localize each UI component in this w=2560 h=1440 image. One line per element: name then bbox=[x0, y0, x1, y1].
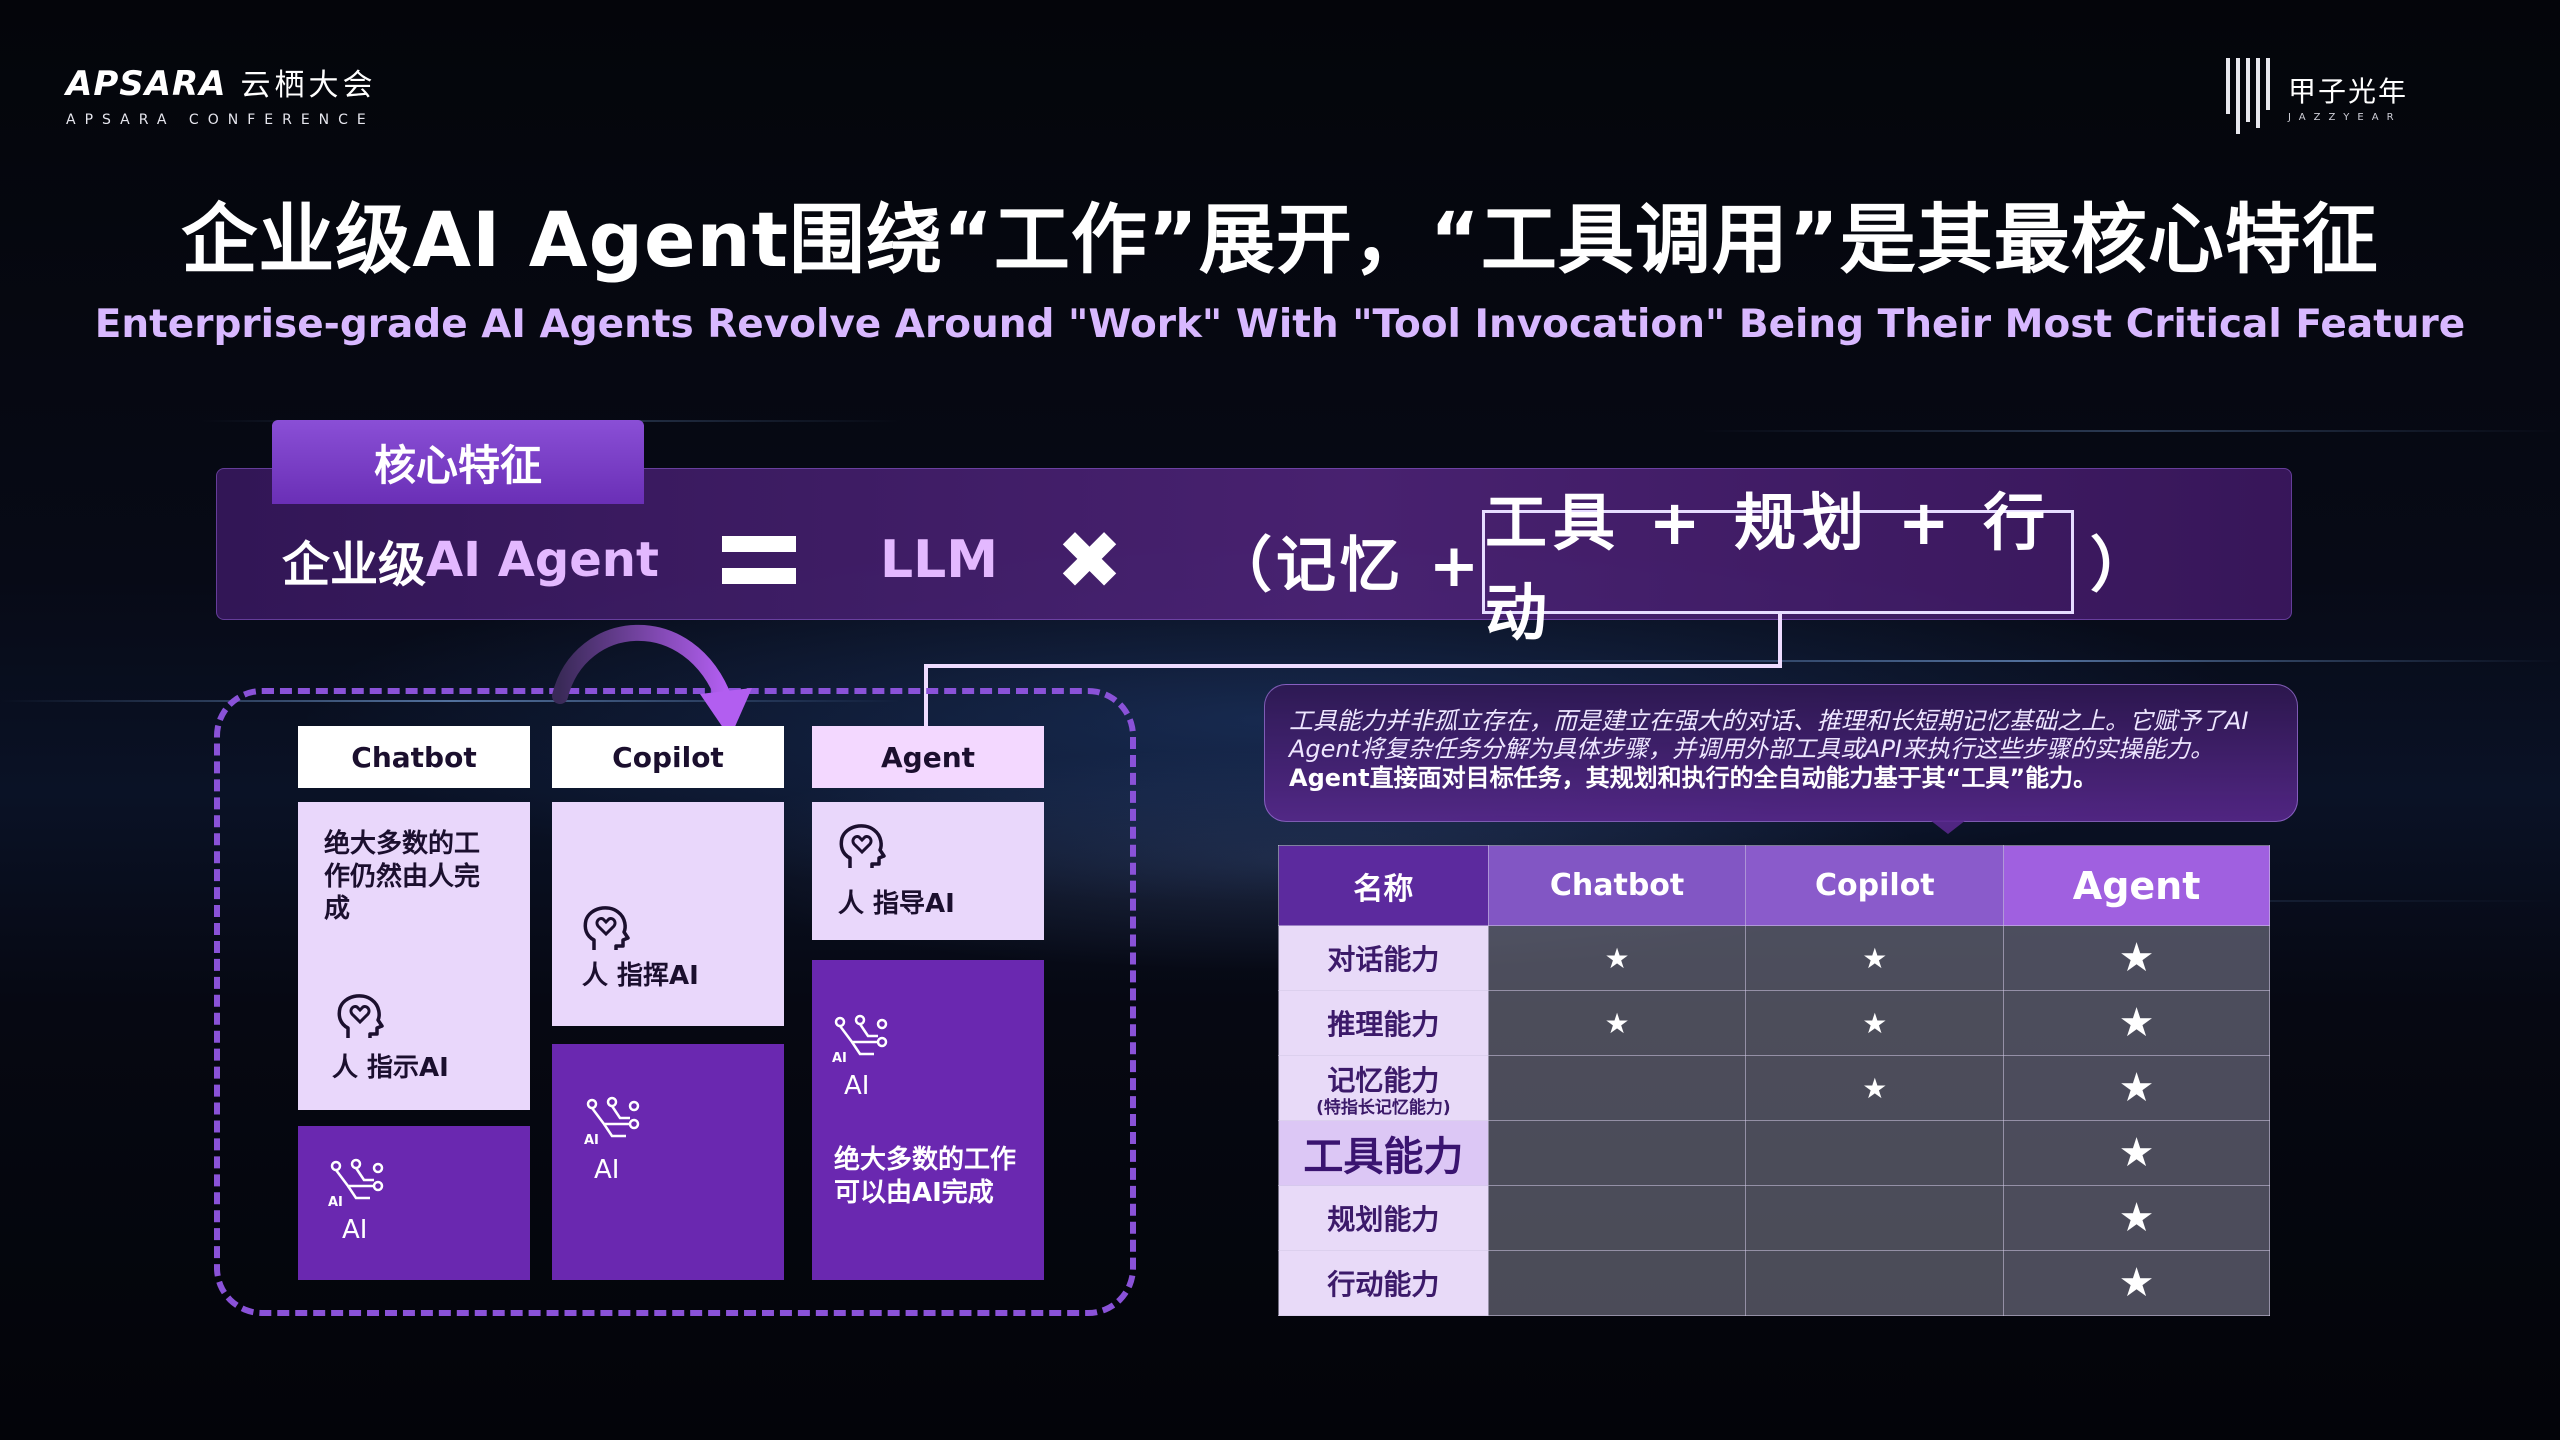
curved-arrow-icon bbox=[552, 624, 752, 738]
row-name: 规划能力 bbox=[1278, 1185, 1489, 1251]
svg-text:AI: AI bbox=[584, 1133, 599, 1148]
svg-text:AI: AI bbox=[832, 1051, 847, 1066]
callout-pointer bbox=[1930, 820, 1966, 834]
chatbot-human-block: 绝大多数的工作仍然由人完成 人 指示AI bbox=[298, 802, 530, 1110]
column-header-copilot: Copilot bbox=[552, 726, 784, 788]
formula-tools-box: 工具 + 规划 + 行动 bbox=[1482, 486, 2074, 649]
copilot-ai-label: AI bbox=[594, 1155, 620, 1185]
light-streak bbox=[0, 700, 900, 702]
chatbot-ai-label: AI bbox=[342, 1215, 368, 1245]
row-name-highlight: 工具能力 bbox=[1278, 1120, 1489, 1186]
formula-close-paren: ） bbox=[2090, 530, 2150, 601]
description-line-1: 工具能力并非孤立存在，而是建立在强大的对话、推理和长短期记忆基础之上。它赋予了A… bbox=[1289, 707, 2249, 764]
human-head-icon bbox=[332, 988, 388, 1044]
row-name: 记忆能力 (特指长记忆能力) bbox=[1278, 1055, 1489, 1121]
agent-ai-label: AI bbox=[844, 1071, 870, 1101]
multiply-icon: ✖ bbox=[1056, 513, 1124, 607]
formula-lhs-prefix: 企业级 bbox=[282, 537, 427, 593]
table-header-row: 名称 Chatbot Copilot Agent bbox=[1278, 845, 2270, 926]
star-cell: ★ bbox=[1745, 925, 2005, 991]
star-cell bbox=[1487, 1250, 1747, 1316]
star-cell: ★ bbox=[2003, 925, 2270, 991]
chatbot-top-text: 绝大多数的工作仍然由人完成 bbox=[324, 829, 481, 924]
human-head-icon bbox=[578, 900, 634, 956]
agent-human-label: 人 指导AI bbox=[838, 889, 955, 919]
star-cell: ★ bbox=[2003, 990, 2270, 1056]
copilot-ai-block: AI AI bbox=[552, 1044, 784, 1280]
apsara-logo: APSARA 云栖大会 APSARA CONFERENCE bbox=[66, 60, 377, 128]
formula-llm: LLM bbox=[880, 530, 999, 590]
evolution-frame bbox=[214, 688, 1136, 1316]
star-cell: ★ bbox=[2003, 1055, 2270, 1121]
agent-bottom-text: 绝大多数的工作可以由AI完成 bbox=[834, 1145, 1017, 1208]
agent-human-block: 人 指导AI bbox=[812, 802, 1044, 940]
apsara-wordmark: APSARA bbox=[66, 64, 227, 104]
tool-capability-description: 工具能力并非孤立存在，而是建立在强大的对话、推理和长短期记忆基础之上。它赋予了A… bbox=[1264, 684, 2298, 822]
star-cell bbox=[1487, 1120, 1747, 1186]
table-row: 行动能力 ★ bbox=[1278, 1250, 2270, 1316]
light-streak bbox=[1700, 430, 2560, 432]
star-cell: ★ bbox=[1487, 925, 1747, 991]
row-name-note: (特指长记忆能力) bbox=[1316, 1097, 1451, 1118]
slide-title: 企业级AI Agent围绕“工作”展开，“工具调用”是其最核心特征 bbox=[181, 195, 2379, 284]
star-cell bbox=[1487, 1055, 1747, 1121]
header-name: 名称 bbox=[1278, 845, 1489, 926]
chatbot-human-label: 人 指示AI bbox=[332, 1053, 449, 1083]
svg-text:AI: AI bbox=[328, 1195, 343, 1210]
copilot-human-label: 人 指挥AI bbox=[582, 961, 699, 991]
connector-line bbox=[924, 664, 1782, 668]
jazzyear-bars-icon bbox=[2225, 58, 2270, 134]
slide-subtitle: Enterprise-grade AI Agents Revolve Aroun… bbox=[94, 302, 2466, 347]
connector-line bbox=[1778, 614, 1782, 668]
table-row: 推理能力 ★ ★ ★ bbox=[1278, 990, 2270, 1056]
column-header-chatbot: Chatbot bbox=[298, 726, 530, 788]
header-copilot: Copilot bbox=[1745, 845, 2005, 926]
jazzyear-en-name: JAZZYEAR bbox=[2287, 111, 2402, 123]
star-cell bbox=[1487, 1185, 1747, 1251]
agent-ai-block: AI AI 绝大多数的工作可以由AI完成 bbox=[812, 960, 1044, 1280]
star-cell: ★ bbox=[2003, 1250, 2270, 1316]
connector-line bbox=[924, 664, 928, 730]
apsara-cn-name: 云栖大会 bbox=[240, 68, 377, 103]
table-row: 对话能力 ★ ★ ★ bbox=[1278, 925, 2270, 991]
star-cell: ★ bbox=[1745, 1055, 2005, 1121]
row-name: 对话能力 bbox=[1278, 925, 1489, 991]
formula-lhs-highlight: AI Agent bbox=[426, 532, 659, 588]
row-name-text: 记忆能力 bbox=[1327, 1063, 1440, 1097]
jazzyear-logo: 甲子光年 JAZZYEAR bbox=[2225, 58, 2408, 134]
row-name: 推理能力 bbox=[1278, 990, 1489, 1056]
star-cell: ★ bbox=[2003, 1185, 2270, 1251]
star-cell: ★ bbox=[1487, 990, 1747, 1056]
table-row: 规划能力 ★ bbox=[1278, 1185, 2270, 1251]
table-row: 记忆能力 (特指长记忆能力) ★ ★ bbox=[1278, 1055, 2270, 1121]
light-streak bbox=[1500, 660, 2560, 662]
ai-circuit-icon: AI bbox=[326, 1158, 388, 1212]
capability-table: 名称 Chatbot Copilot Agent 对话能力 ★ ★ ★ 推理能力… bbox=[1278, 845, 2270, 1316]
jazzyear-cn-name: 甲子光年 bbox=[2287, 74, 2408, 108]
star-cell bbox=[1745, 1185, 2005, 1251]
core-feature-tab: 核心特征 bbox=[272, 420, 644, 504]
star-cell bbox=[1745, 1120, 2005, 1186]
header-agent: Agent bbox=[2003, 845, 2270, 926]
table-row: 工具能力 ★ bbox=[1278, 1120, 2270, 1186]
human-head-icon bbox=[834, 818, 890, 874]
description-line-2: Agent直接面对目标任务，其规划和执行的全自动能力基于其“工具”能力。 bbox=[1289, 763, 2098, 792]
chatbot-ai-block: AI AI bbox=[298, 1126, 530, 1280]
ai-circuit-icon: AI bbox=[830, 1014, 892, 1068]
apsara-subtitle: APSARA CONFERENCE bbox=[66, 112, 375, 128]
formula-memory: （记忆 + bbox=[1212, 530, 1484, 601]
column-header-agent: Agent bbox=[812, 726, 1044, 788]
header-chatbot: Chatbot bbox=[1487, 845, 1747, 926]
copilot-human-block: 人 指挥AI bbox=[552, 802, 784, 1026]
star-cell bbox=[1745, 1250, 2005, 1316]
row-name: 行动能力 bbox=[1278, 1250, 1489, 1316]
equals-icon bbox=[722, 536, 796, 586]
star-cell: ★ bbox=[2003, 1120, 2270, 1186]
ai-circuit-icon: AI bbox=[582, 1096, 644, 1150]
star-cell: ★ bbox=[1745, 990, 2005, 1056]
